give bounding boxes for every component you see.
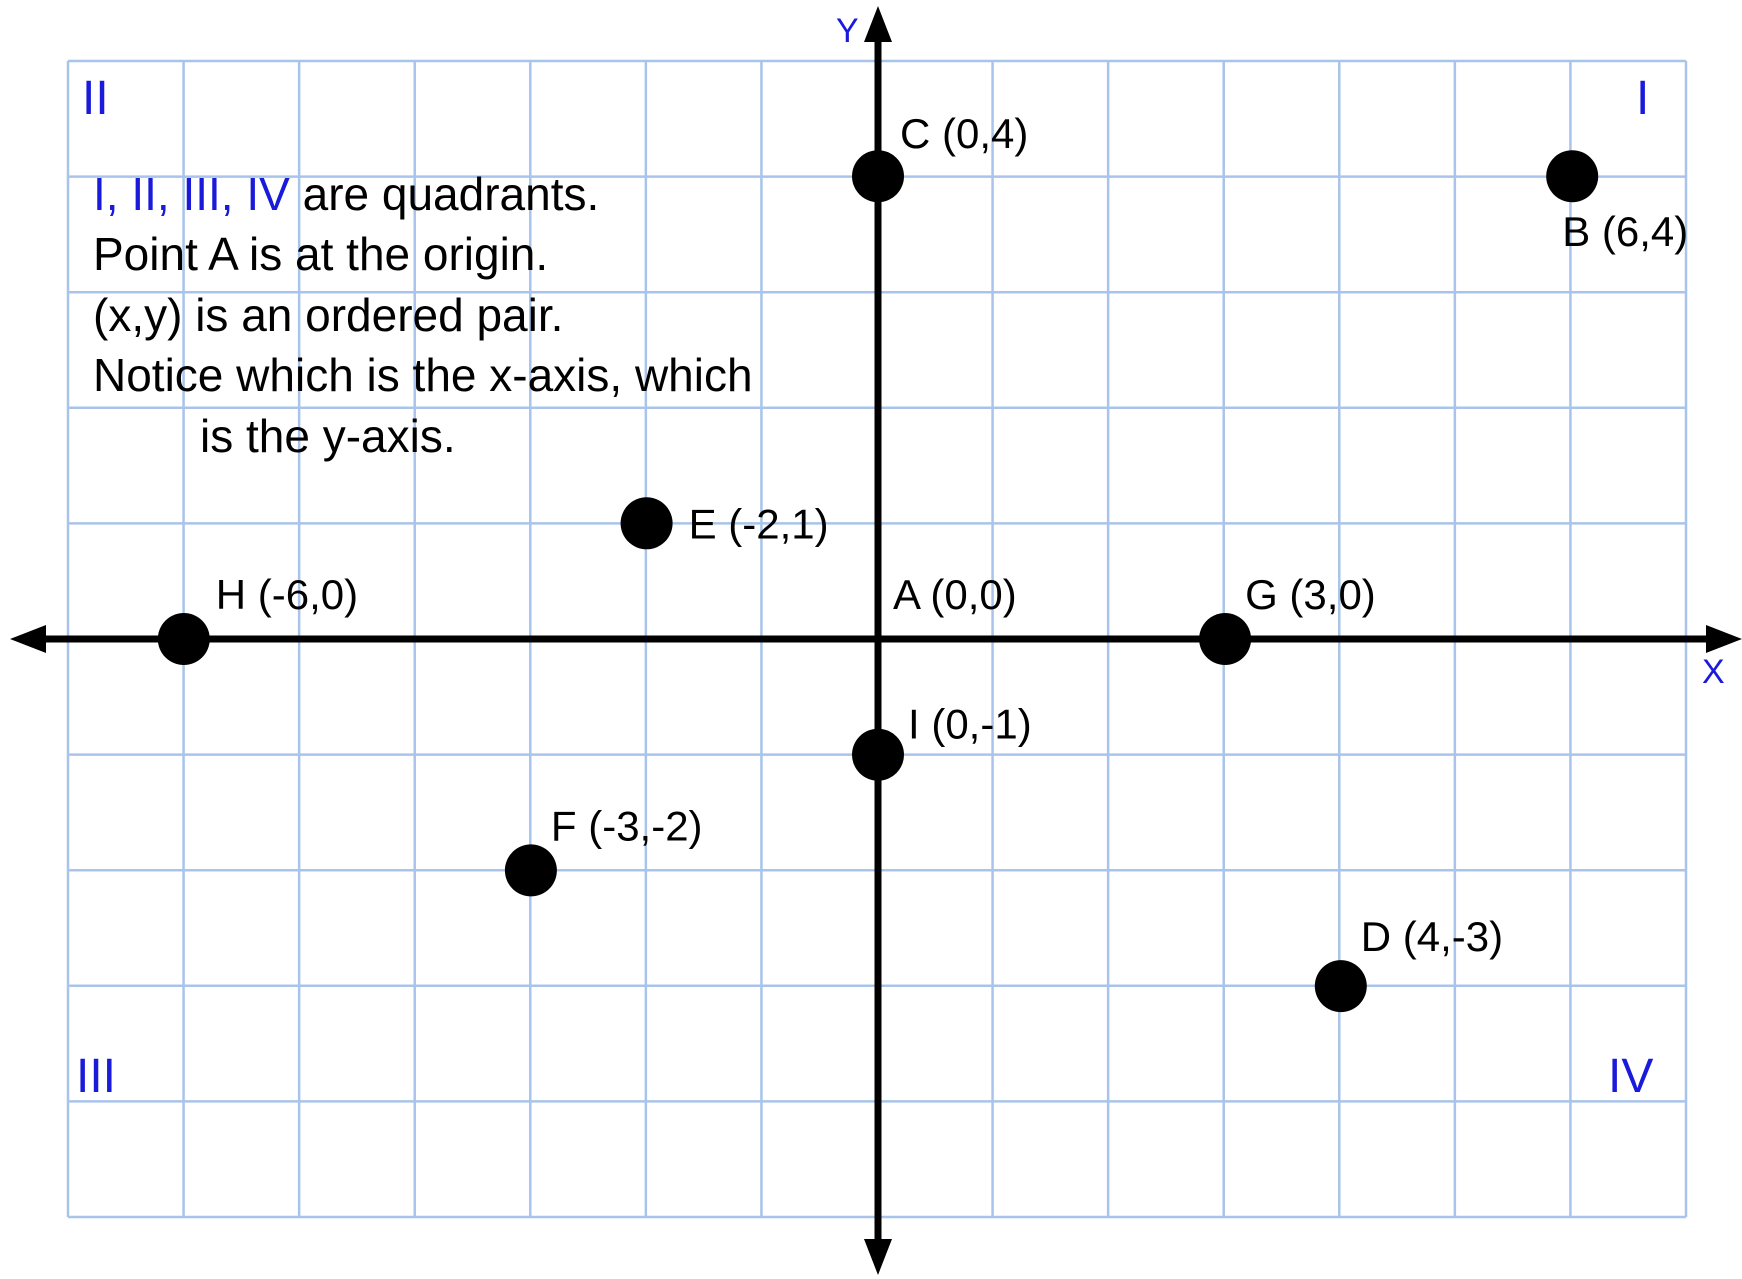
point-b-label: B (6,4) — [1562, 208, 1688, 255]
point-g-label: G (3,0) — [1245, 571, 1376, 618]
notes-block: I, II, III, IV are quadrants. Point A is… — [93, 168, 753, 462]
note-line-2: Point A is at the origin. — [93, 228, 548, 280]
note-line-4: Notice which is the x-axis, which — [93, 349, 753, 401]
point-c-marker — [852, 150, 904, 203]
point-a-label: A (0,0) — [893, 571, 1017, 618]
note-line-5: is the y-axis. — [200, 410, 456, 462]
points: A (0,0) B (6,4) C (0,4) D (4,-3) E (-2,1) F (… — [157, 110, 1688, 1013]
point-i-marker — [852, 728, 904, 781]
quadrant-i-label: I — [1636, 72, 1649, 125]
point-i-label: I (0,-1) — [908, 701, 1032, 748]
point-h-marker — [157, 613, 210, 665]
point-e-marker — [620, 497, 673, 550]
point-b-marker — [1546, 150, 1599, 203]
quadrant-iii-label: III — [76, 1050, 116, 1103]
note-line-3: (x,y) is an ordered pair. — [93, 289, 563, 341]
point-c-label: C (0,4) — [900, 110, 1028, 157]
point-d-label: D (4,-3) — [1361, 913, 1503, 960]
axes: Y X — [10, 6, 1742, 1275]
note-line-1: I, II, III, IV are quadrants. — [93, 168, 599, 220]
note-quadrants-accent: I, II, III, IV — [93, 168, 290, 220]
note-quadrants-rest: are quadrants. — [290, 168, 599, 220]
quadrant-ii-label: II — [82, 72, 109, 125]
point-g-marker — [1199, 613, 1252, 665]
point-f-marker — [504, 844, 557, 897]
point-e-label: E (-2,1) — [689, 500, 829, 547]
x-axis-right-arrow — [1706, 625, 1742, 653]
point-h-label: H (-6,0) — [216, 571, 358, 618]
x-axis-left-arrow — [10, 625, 46, 653]
quadrant-iv-label: IV — [1608, 1050, 1653, 1103]
y-axis-top-arrow — [864, 6, 892, 42]
point-f-label: F (-3,-2) — [551, 802, 703, 849]
y-axis-label: Y — [836, 12, 859, 50]
point-d-marker — [1314, 960, 1367, 1013]
x-axis-label: X — [1702, 653, 1725, 691]
quadrant-labels: II I III IV — [76, 72, 1653, 1103]
y-axis-bottom-arrow — [864, 1239, 892, 1275]
